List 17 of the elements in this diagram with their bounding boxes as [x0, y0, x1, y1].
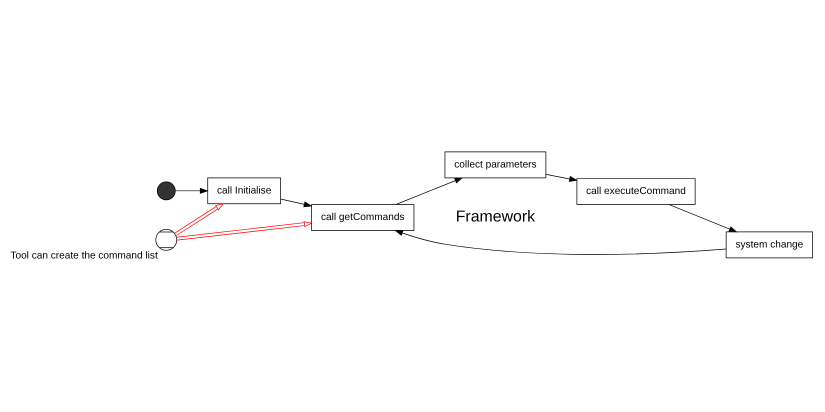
node-label: Tool can create the command list — [10, 250, 158, 261]
arrow — [394, 230, 726, 254]
arrow — [175, 187, 209, 194]
arrow — [280, 198, 312, 207]
label: Framework — [456, 208, 536, 226]
arrow — [174, 202, 224, 236]
node-box: system change — [726, 231, 814, 258]
node-box: call Initialise — [207, 176, 281, 204]
node-box: call executeCommand — [576, 178, 696, 204]
arrow — [546, 174, 578, 182]
node-box: call getCommands — [311, 204, 414, 230]
arrow — [396, 177, 464, 204]
arrow — [176, 220, 313, 240]
node-box: collect parameters — [444, 151, 546, 178]
node-circle — [155, 228, 178, 250]
node-circle — [156, 180, 176, 200]
arrow — [668, 204, 738, 232]
